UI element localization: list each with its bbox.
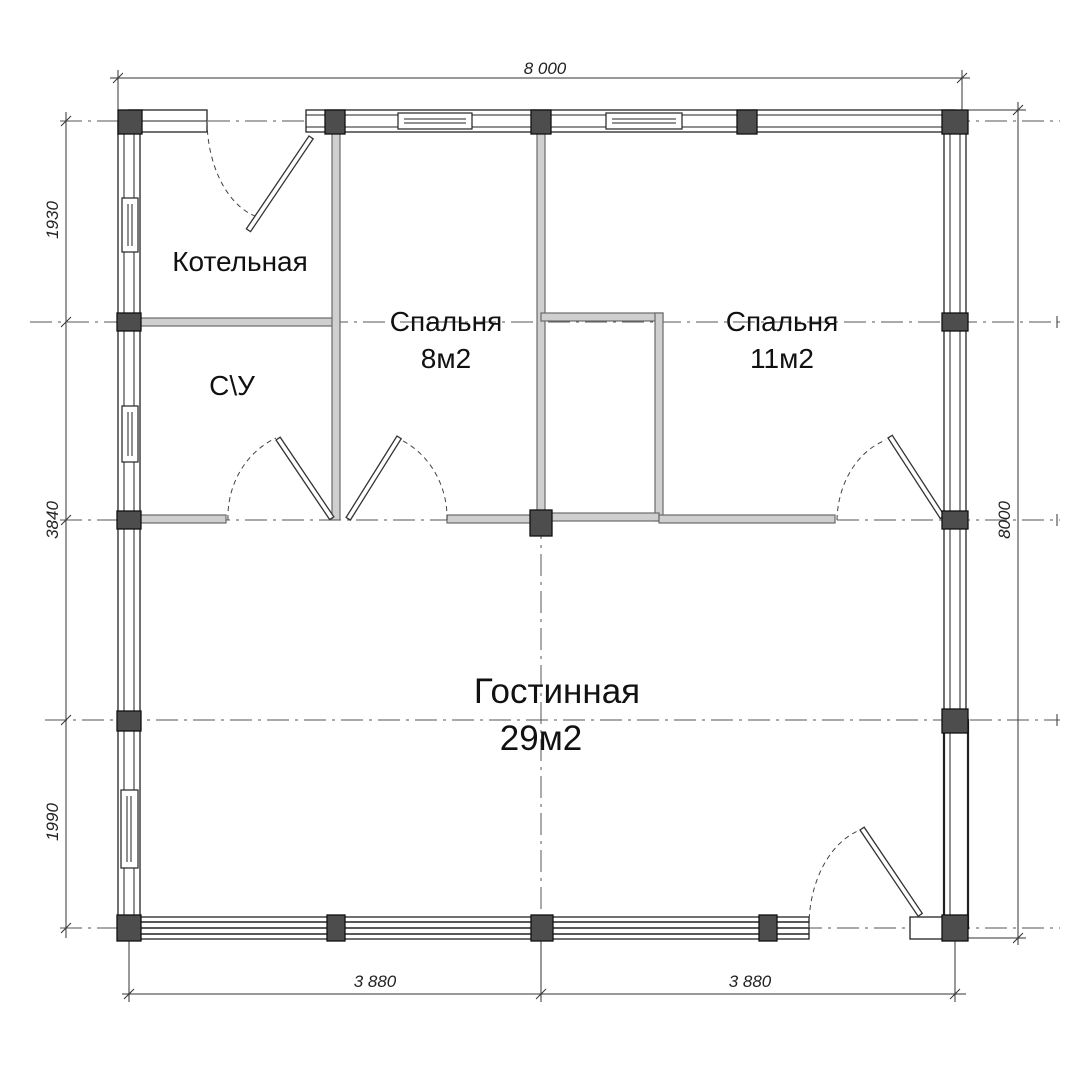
- post-left-3: [116, 710, 142, 732]
- posts: [116, 109, 969, 942]
- wall-right-lower: [942, 718, 970, 930]
- dim-left-tick-5: [60, 922, 72, 934]
- room-bedroom-large-area: 11м2: [750, 343, 814, 374]
- room-bathroom-name: С\У: [209, 370, 255, 401]
- dim-left-tick-2: [60, 316, 72, 328]
- wall-right: [943, 120, 967, 722]
- room-bedroom-small-name: Спальня: [390, 306, 503, 337]
- door-leaf-bedroom-large: [887, 434, 946, 520]
- post-right-2: [941, 510, 969, 530]
- partition-jog-vertical: [654, 312, 664, 522]
- dimension-lines: [60, 70, 1058, 1002]
- dim-right-tick-bottom: [1012, 932, 1024, 944]
- dim-left-tick-3: [60, 514, 72, 526]
- dim-bottom-tick-left: [123, 988, 135, 1000]
- interior-partitions: [139, 131, 836, 524]
- post-bottom-1: [326, 914, 346, 942]
- dim-left-bottom-label: 1990: [43, 803, 62, 841]
- window-top-2: [605, 112, 683, 130]
- doors: [206, 120, 946, 929]
- door-swing-boiler: [206, 120, 256, 217]
- room-living-name: Гостинная: [474, 672, 640, 711]
- post-center: [529, 509, 553, 537]
- partition-vertical-left: [331, 131, 341, 521]
- dim-left-tick-4: [60, 714, 72, 726]
- dim-bottom-tick-mid: [535, 988, 547, 1000]
- door-swing-bedroom-large: [836, 439, 887, 521]
- dim-bottom-right-label: 3 880: [729, 972, 772, 991]
- post-corner-top-left: [117, 109, 143, 135]
- post-top-2: [530, 109, 552, 135]
- post-top-1: [324, 109, 346, 135]
- windows: [120, 112, 683, 869]
- dim-left-tick-1: [60, 115, 72, 127]
- window-left-3: [120, 789, 139, 869]
- post-corner-bottom-right: [941, 914, 969, 942]
- post-right-1: [941, 312, 969, 332]
- dim-right-total-label: 8000: [995, 501, 1014, 539]
- partition-bedroom-bottom-right: [658, 514, 836, 524]
- door-leaf-boiler: [245, 135, 315, 233]
- post-top-3: [736, 109, 758, 135]
- post-bottom-3: [758, 914, 778, 942]
- dim-left-middle-label: 3840: [43, 501, 62, 539]
- door-swing-bedroom-small: [396, 437, 448, 521]
- door-leaf-entrance: [859, 826, 924, 918]
- partition-bedroom-bottom-left: [446, 514, 538, 524]
- dim-bottom-left-label: 3 880: [354, 972, 397, 991]
- post-bottom-2: [530, 914, 554, 942]
- dim-bottom-tick-right: [949, 988, 961, 1000]
- post-left-2: [116, 510, 142, 530]
- partition-vertical-center: [536, 131, 546, 521]
- dimension-labels: 8 000 8000 1930 3840 1990 3 880 3 880: [43, 59, 1014, 991]
- dim-top-tick-left: [112, 72, 124, 84]
- door-swing-bathroom: [227, 437, 277, 521]
- post-right-3: [941, 708, 969, 734]
- partition-jog-horizontal: [540, 312, 664, 322]
- room-labels: Котельная С\У Спальня 8м2 Спальня 11м2 Г…: [172, 246, 838, 758]
- window-left-1: [121, 197, 139, 253]
- room-bedroom-small-area: 8м2: [421, 343, 471, 374]
- dim-top-tick-right: [956, 72, 968, 84]
- partition-bedroom-bottom-mid: [544, 512, 660, 522]
- door-leaf-bathroom: [275, 436, 335, 521]
- post-corner-bottom-left: [116, 914, 142, 942]
- dim-left-top-label: 1930: [43, 201, 62, 239]
- dim-top-total-label: 8 000: [524, 59, 567, 78]
- room-living-area: 29м2: [500, 719, 582, 758]
- post-left-1: [116, 312, 142, 332]
- door-swing-entrance: [808, 829, 861, 929]
- window-left-2: [121, 405, 139, 463]
- room-boiler-name: Котельная: [172, 246, 308, 277]
- dim-right-tick-top: [1012, 104, 1024, 116]
- door-leaf-bedroom-small: [345, 435, 403, 521]
- post-corner-top-right: [941, 109, 969, 135]
- window-top-1: [397, 112, 473, 130]
- room-bedroom-large-name: Спальня: [726, 306, 839, 337]
- partition-boiler-bath: [139, 317, 338, 327]
- partition-bath-bottom: [139, 514, 227, 524]
